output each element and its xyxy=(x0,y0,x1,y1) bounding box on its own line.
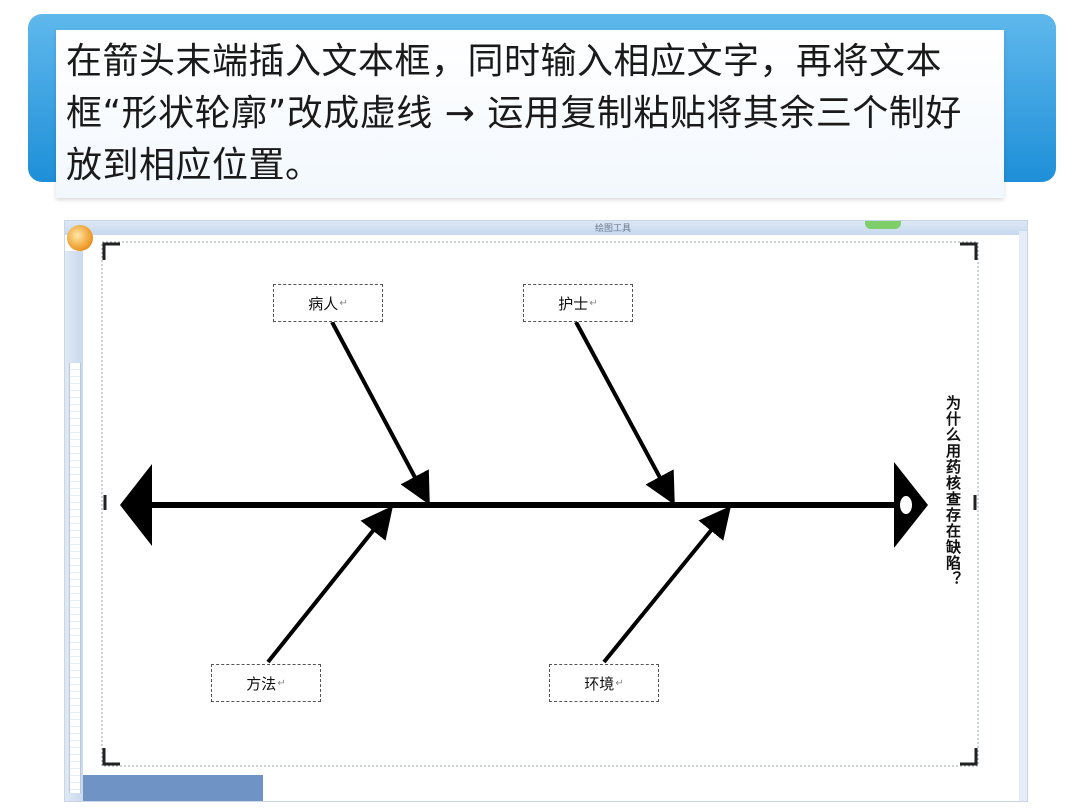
effect-label[interactable]: 为什么用药核查存在缺陷？ xyxy=(944,395,962,587)
corner-handle-bottom-left[interactable] xyxy=(102,748,120,766)
instruction-panel xyxy=(56,30,1004,198)
paragraph-mark: ↵ xyxy=(589,297,598,309)
bone-nurse xyxy=(574,321,675,506)
fishbone-diagram: 病人↵ 护士↵ 方法↵ 环境↵ 为什么用药核查存在缺陷？ xyxy=(100,240,980,768)
label-nurse: 护士 xyxy=(558,294,589,313)
vertical-scrollbar[interactable] xyxy=(1019,231,1027,801)
label-method: 方法 xyxy=(246,674,277,693)
status-bar-tab xyxy=(83,775,263,801)
label-box-method[interactable]: 方法↵ xyxy=(211,664,321,702)
label-patient: 病人 xyxy=(308,294,339,313)
arrow-head-hole xyxy=(900,496,912,514)
label-box-nurse[interactable]: 护士↵ xyxy=(523,284,633,322)
vertical-ruler xyxy=(69,363,81,793)
label-environment: 环境 xyxy=(584,674,615,693)
paragraph-mark: ↵ xyxy=(339,297,348,309)
corner-handle-bottom-right[interactable] xyxy=(960,748,978,766)
drawing-tools-title: 绘图工具 xyxy=(595,224,632,234)
bone-method xyxy=(266,505,393,664)
corner-handle-top-left[interactable] xyxy=(102,242,120,260)
paragraph-mark: ↵ xyxy=(615,677,624,689)
label-box-patient[interactable]: 病人↵ xyxy=(273,284,383,322)
office-button-icon[interactable] xyxy=(67,225,93,251)
bone-patient xyxy=(330,321,430,506)
paragraph-mark: ↵ xyxy=(277,677,286,689)
canvas-frame xyxy=(101,241,979,767)
corner-handle-top-right[interactable] xyxy=(960,242,978,260)
instruction-text: 在箭头末端插入文本框，同时输入相应文字，再将文本框“形状轮廓”改成虚线 → 运用… xyxy=(66,41,962,186)
spine-tail-arrow xyxy=(120,464,152,546)
fishbone-svg xyxy=(101,241,979,767)
bone-environment xyxy=(602,505,732,664)
title-bar: 绘图工具 xyxy=(65,221,1027,235)
word-document-window: 绘图工具 xyxy=(64,220,1028,802)
green-tab-indicator xyxy=(865,221,901,229)
label-box-environment[interactable]: 环境↵ xyxy=(549,664,659,702)
